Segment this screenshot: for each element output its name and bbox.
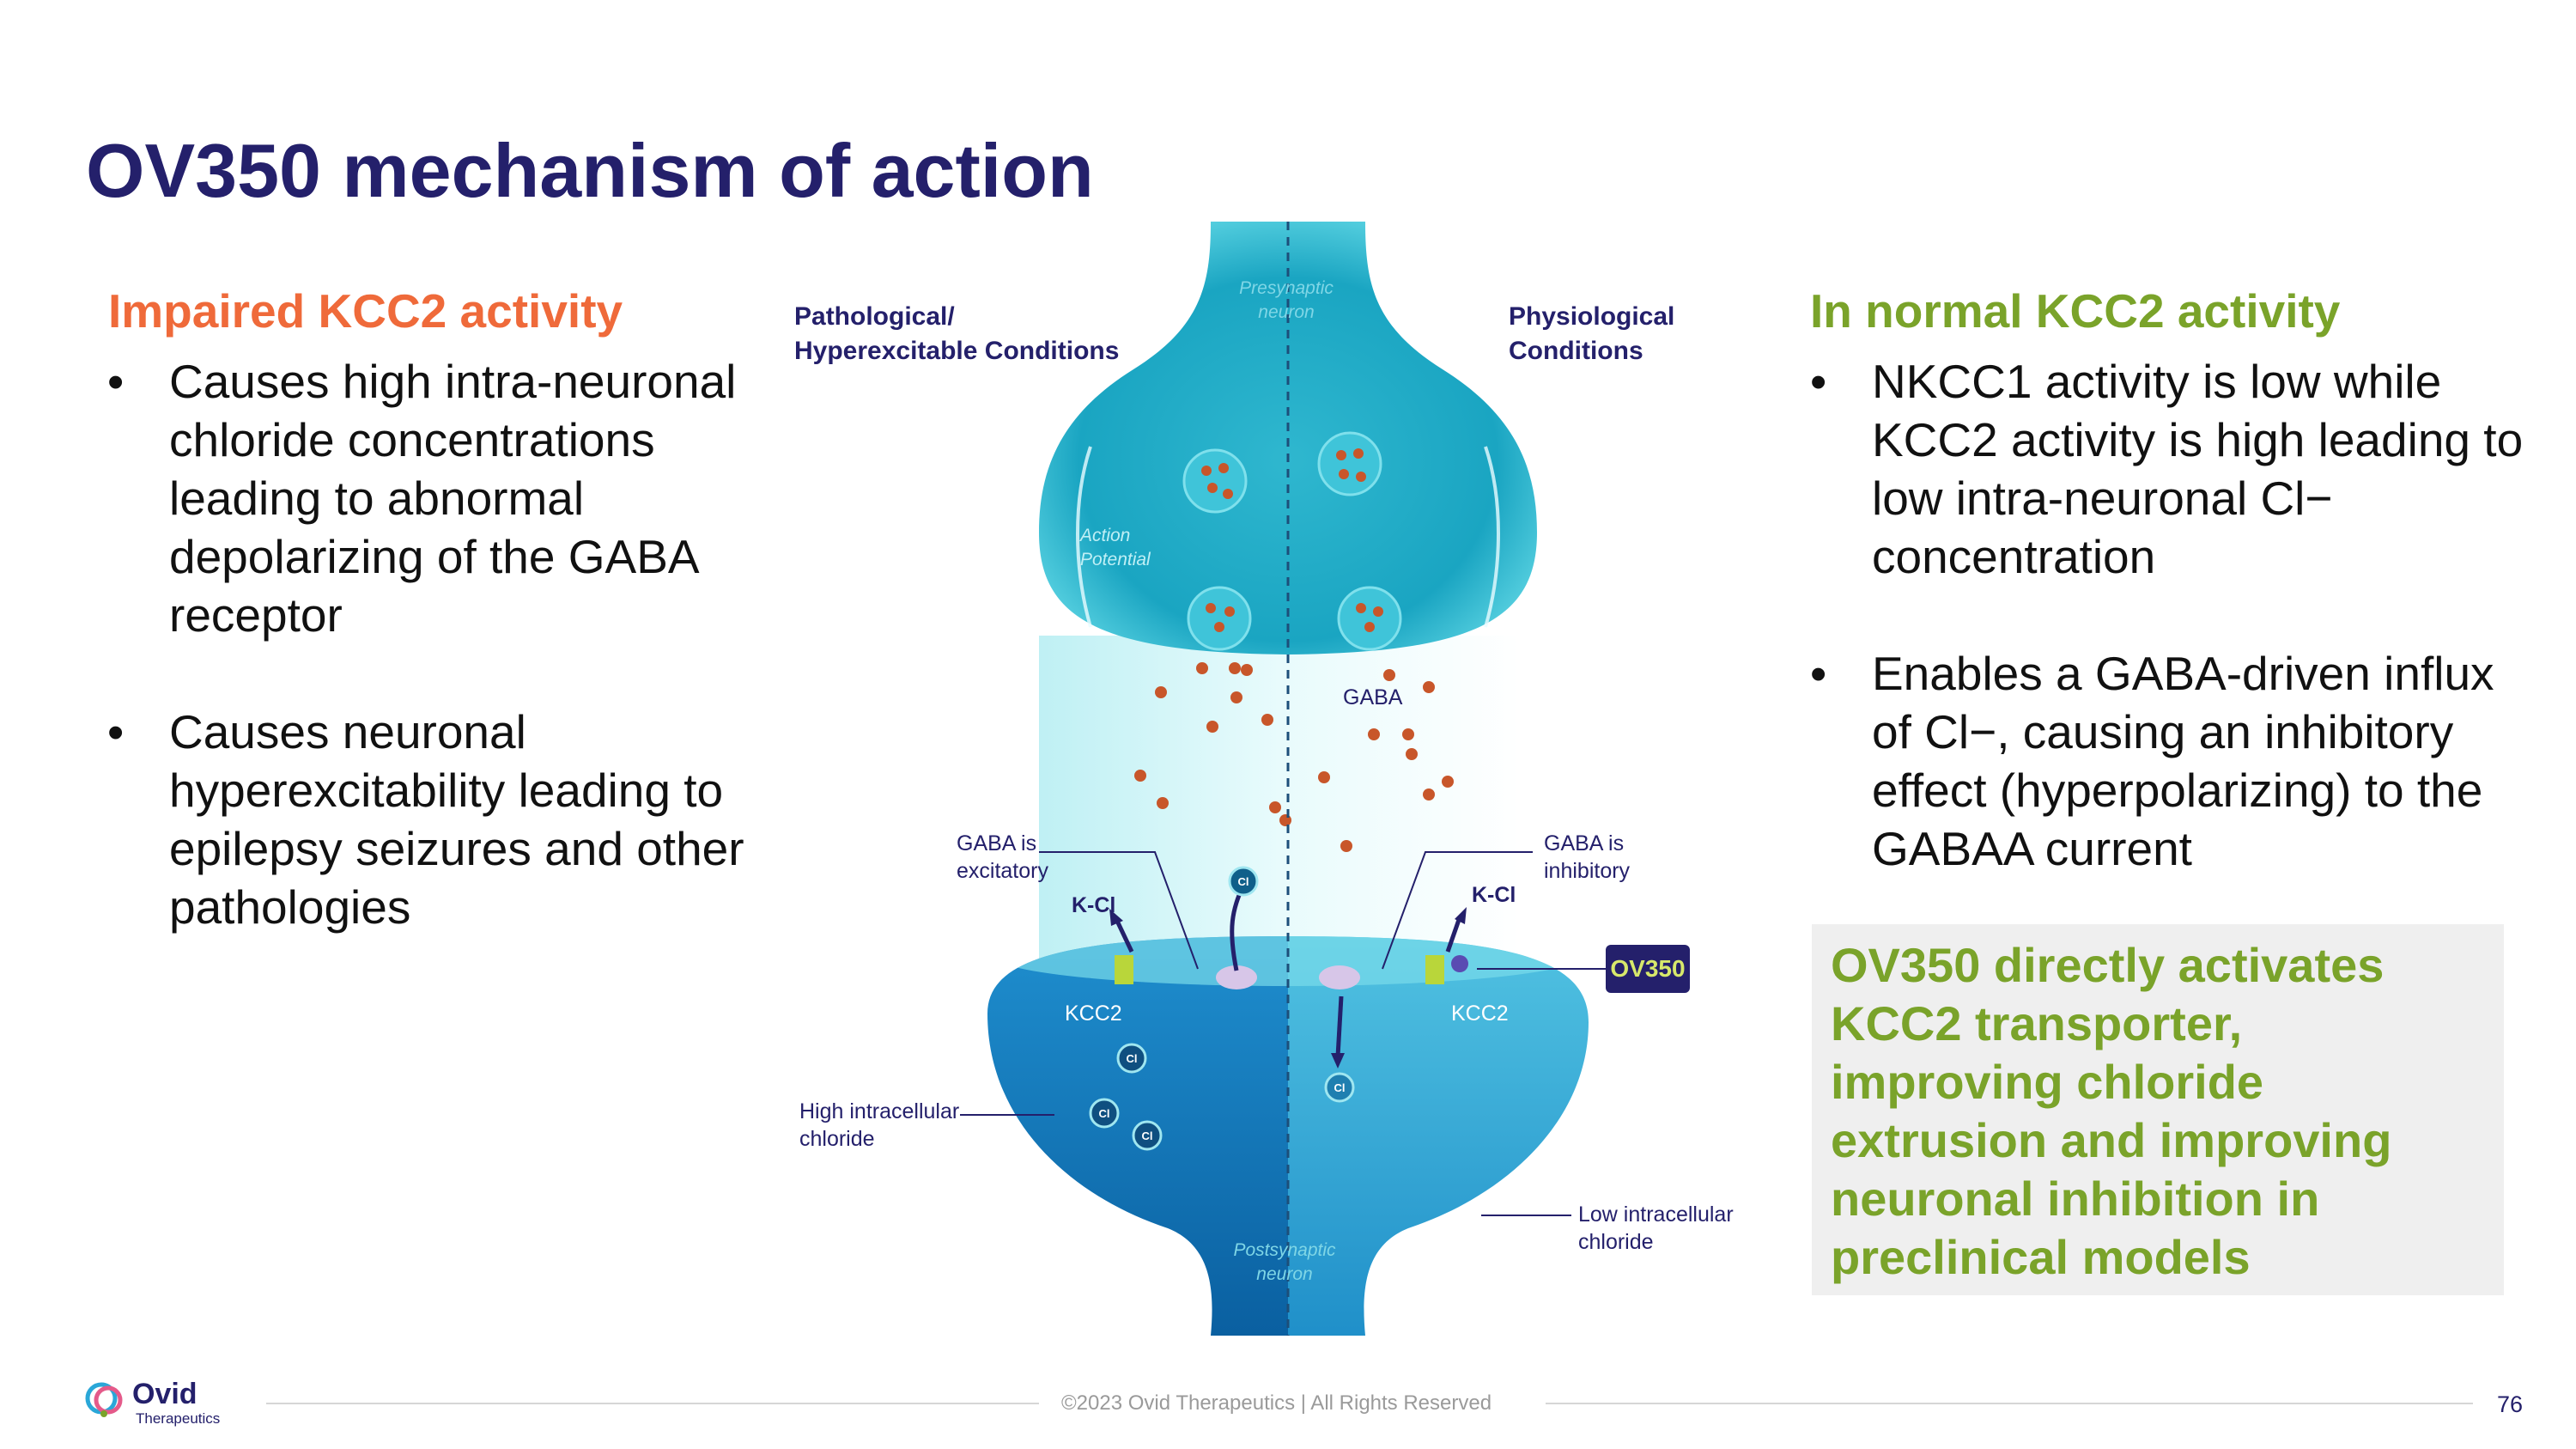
action-potential-arrow-left — [1076, 446, 1092, 628]
ov350-label: OV350 — [1610, 955, 1685, 982]
right-heading: In normal KCC2 activity — [1810, 284, 2341, 338]
leader-lines — [960, 851, 1606, 1216]
chloride-ions — [1089, 866, 1355, 1151]
left-bullet-list: • Causes high intra-neuronal chloride con… — [107, 352, 787, 995]
gaba-inhibitory-label: inhibitory — [1544, 859, 1631, 883]
left-bullet-2: • Causes neuronal hyperexcitability leadi… — [107, 703, 787, 936]
action-potential-label: Action — [1078, 526, 1130, 545]
callout-box — [1812, 924, 2504, 1295]
bullet-marker: • — [107, 705, 125, 758]
kcl-label-left: K-Cl — [1072, 893, 1115, 917]
left-condition-title: Pathological/ — [794, 302, 955, 331]
cl-ion-label: Cl — [1238, 875, 1249, 888]
left-bullet-text: Causes neuronal hyperexcitability leadin… — [169, 705, 744, 934]
logo-name: Ovid — [132, 1378, 197, 1410]
action-potential-arrow-right — [1484, 446, 1500, 628]
gaba-excitatory-label: GABA is — [957, 831, 1036, 855]
kcc2-label-left: KCC2 — [1065, 1002, 1122, 1026]
footer-copyright: ©2023 Ovid Therapeutics | All Rights Res… — [1061, 1391, 1492, 1415]
action-potential-label: Potential — [1080, 550, 1151, 569]
cl-ion-label: Cl — [1127, 1052, 1138, 1065]
right-bullet-text: NKCC1 activity is low while KCC2 activit… — [1872, 355, 2524, 583]
right-bullet-text: Enables a GABA-driven influx of Cl−, cau… — [1872, 647, 2494, 875]
gaba-receptors — [1216, 965, 1360, 989]
right-condition-title: Conditions — [1509, 337, 1643, 365]
logo-subtitle: Therapeutics — [136, 1410, 221, 1427]
low-chloride-label: Low intracellular — [1578, 1202, 1734, 1227]
kcc2-transporters — [1115, 955, 1468, 984]
synaptic-cleft — [1039, 636, 1520, 962]
page-number: 76 — [2497, 1391, 2524, 1417]
postsynaptic-label: neuron — [1256, 1264, 1312, 1284]
cl-ion-label: Cl — [1099, 1107, 1110, 1120]
right-bullet-2: • Enables a GABA-driven influx of Cl−, ca… — [1810, 644, 2524, 878]
gaba-inhibitory-label: GABA is — [1544, 831, 1624, 855]
gaba-excitatory-label: excitatory — [957, 859, 1048, 883]
ov350-badge — [1606, 945, 1690, 993]
gaba-label: GABA — [1343, 685, 1403, 709]
synapse-diagram: Cl Cl Cl Cl Cl OV350 Pathological/ Hyper… — [794, 222, 1734, 1336]
cl-ion-label: Cl — [1334, 1081, 1346, 1094]
cl-ion-label: Cl — [1142, 1129, 1153, 1142]
footer-divider — [1546, 1403, 2473, 1404]
low-chloride-label: chloride — [1578, 1230, 1654, 1254]
high-chloride-label: High intracellular — [799, 1099, 959, 1123]
right-bullet-1: • NKCC1 activity is low while KCC2 activi… — [1810, 352, 2524, 586]
high-chloride-label: chloride — [799, 1127, 875, 1151]
presynaptic-label: neuron — [1258, 302, 1314, 322]
slide-title: OV350 mechanism of action — [86, 128, 1094, 213]
ovid-logo-icon — [85, 1382, 123, 1417]
callout-text: OV350 directly activates KCC2 transporte… — [1831, 938, 2392, 1284]
kcc2-label-right: KCC2 — [1451, 1002, 1509, 1026]
footer-divider — [266, 1403, 1039, 1404]
left-condition-title: Hyperexcitable Conditions — [794, 337, 1119, 365]
bullet-marker: • — [1810, 647, 1827, 700]
kcl-label-right: K-Cl — [1472, 883, 1516, 907]
postsynaptic-label: Postsynaptic — [1233, 1240, 1336, 1260]
left-heading: Impaired KCC2 activity — [108, 284, 623, 338]
right-condition-title: Physiological — [1509, 302, 1674, 331]
right-bullet-list: • NKCC1 activity is low while KCC2 activi… — [1810, 352, 2524, 936]
bullet-marker: • — [1810, 355, 1827, 408]
left-bullet-1: • Causes high intra-neuronal chloride con… — [107, 352, 787, 644]
left-bullet-text: Causes high intra-neuronal chloride conc… — [169, 355, 737, 642]
bullet-marker: • — [107, 355, 125, 408]
presynaptic-label: Presynaptic — [1239, 278, 1334, 298]
